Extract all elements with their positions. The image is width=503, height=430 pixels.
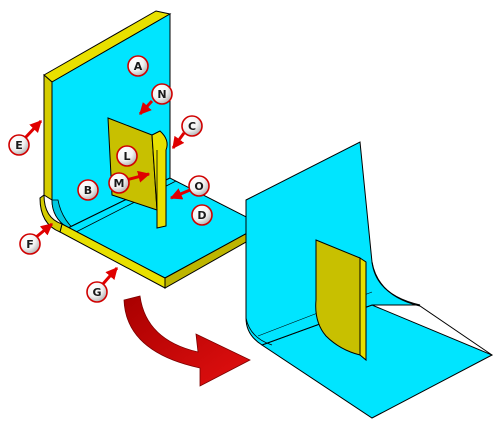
svg-text:E: E [15,139,23,152]
label-G: G [86,281,108,303]
svg-text:F: F [26,238,34,251]
svg-text:A: A [134,60,143,73]
label-C: C [181,115,203,137]
label-L: L [116,145,138,167]
tab-relief [151,130,168,229]
label-B: B [77,179,99,201]
svg-text:N: N [157,88,166,101]
left-part [39,10,264,289]
svg-text:O: O [194,180,203,193]
svg-text:B: B [84,184,92,197]
bend-edge [39,194,63,233]
red-arrow-icon [23,99,191,286]
label-D: D [191,204,213,226]
label-A: A [127,55,149,77]
label-O: O [188,175,210,197]
label-F: F [19,233,41,255]
svg-text:M: M [114,177,125,190]
svg-text:C: C [188,120,196,133]
svg-text:G: G [92,286,101,299]
back-wall-left-edge [43,73,53,201]
curved-arrow-icon [123,295,251,387]
right-part [245,141,494,419]
label-M: M [108,172,130,194]
svg-text:D: D [197,209,206,222]
label-N: N [151,83,173,105]
svg-text:L: L [123,150,130,163]
label-E: E [8,134,30,156]
right-tab-face [315,239,361,356]
right-tab-edge [359,257,367,362]
